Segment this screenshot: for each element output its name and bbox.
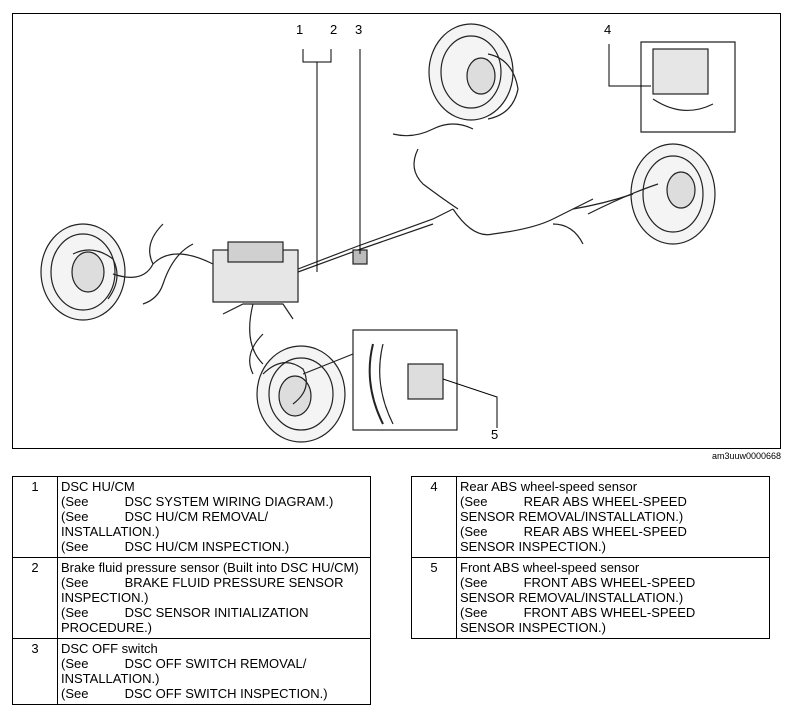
legend-line: INSTALLATION.) [61, 671, 160, 686]
legend-description: DSC HU/CM(See DSC SYSTEM WIRING DIAGRAM.… [57, 476, 371, 558]
legend-description: Front ABS wheel-speed sensor(See FRONT A… [456, 557, 770, 639]
front-sensor-detail [302, 329, 458, 431]
legend-line: Rear ABS wheel-speed sensor [460, 479, 638, 494]
legend-line: Front ABS wheel-speed sensor [460, 560, 640, 575]
legend-number: 2 [12, 557, 58, 639]
diagram-artwork [40, 23, 736, 443]
legend-line: INSTALLATION.) [61, 524, 160, 539]
callout-5: 5 [491, 427, 499, 442]
legend-line: (See FRONT ABS WHEEL-SPEED [460, 575, 696, 590]
callout-2: 2 [330, 22, 338, 37]
callout-1: 1 [296, 22, 304, 37]
legend-line: (See DSC HU/CM INSPECTION.) [61, 539, 290, 554]
legend-line: DSC HU/CM [61, 479, 135, 494]
callout-3: 3 [355, 22, 363, 37]
legend-line: (See DSC SYSTEM WIRING DIAGRAM.) [61, 494, 334, 509]
legend-line: SENSOR INSPECTION.) [460, 539, 606, 554]
legend-line: (See DSC OFF SWITCH REMOVAL/ [61, 656, 307, 671]
rear-sensor-detail [640, 41, 736, 133]
legend-line: Brake fluid pressure sensor (Built into … [61, 560, 359, 575]
rear-left-wheel [428, 23, 519, 121]
dsc-hu-cm-module [212, 241, 299, 320]
image-code: am3uuw0000668 [711, 451, 781, 461]
legend-line: (See REAR ABS WHEEL-SPEED [460, 494, 687, 509]
legend-line: (See DSC OFF SWITCH INSPECTION.) [61, 686, 328, 701]
legend-number: 1 [12, 476, 58, 558]
legend-number: 5 [411, 557, 457, 639]
legend-line: INSPECTION.) [61, 590, 149, 605]
legend-line: PROCEDURE.) [61, 620, 153, 635]
legend-line: DSC OFF switch [61, 641, 158, 656]
legend-number: 4 [411, 476, 457, 558]
legend-line: (See BRAKE FLUID PRESSURE SENSOR [61, 575, 344, 590]
legend-line: (See DSC SENSOR INITIALIZATION [61, 605, 309, 620]
brake-system-diagram: 1 2 3 4 5 [12, 13, 781, 449]
legend-line: (See FRONT ABS WHEEL-SPEED [460, 605, 696, 620]
legend-line: SENSOR REMOVAL/INSTALLATION.) [460, 509, 684, 524]
legend-description: DSC OFF switch(See DSC OFF SWITCH REMOVA… [57, 638, 371, 705]
legend-number: 3 [12, 638, 58, 705]
front-right-wheel [256, 345, 346, 443]
callout-leaders [302, 44, 651, 428]
legend-line: (See DSC HU/CM REMOVAL/ [61, 509, 269, 524]
legend-line: SENSOR REMOVAL/INSTALLATION.) [460, 590, 684, 605]
rear-right-wheel [572, 143, 716, 245]
legend-description: Brake fluid pressure sensor (Built into … [57, 557, 371, 639]
callout-4: 4 [604, 22, 612, 37]
legend-description: Rear ABS wheel-speed sensor(See REAR ABS… [456, 476, 770, 558]
legend-line: SENSOR INSPECTION.) [460, 620, 606, 635]
legend-line: (See REAR ABS WHEEL-SPEED [460, 524, 687, 539]
front-left-wheel [40, 223, 126, 321]
